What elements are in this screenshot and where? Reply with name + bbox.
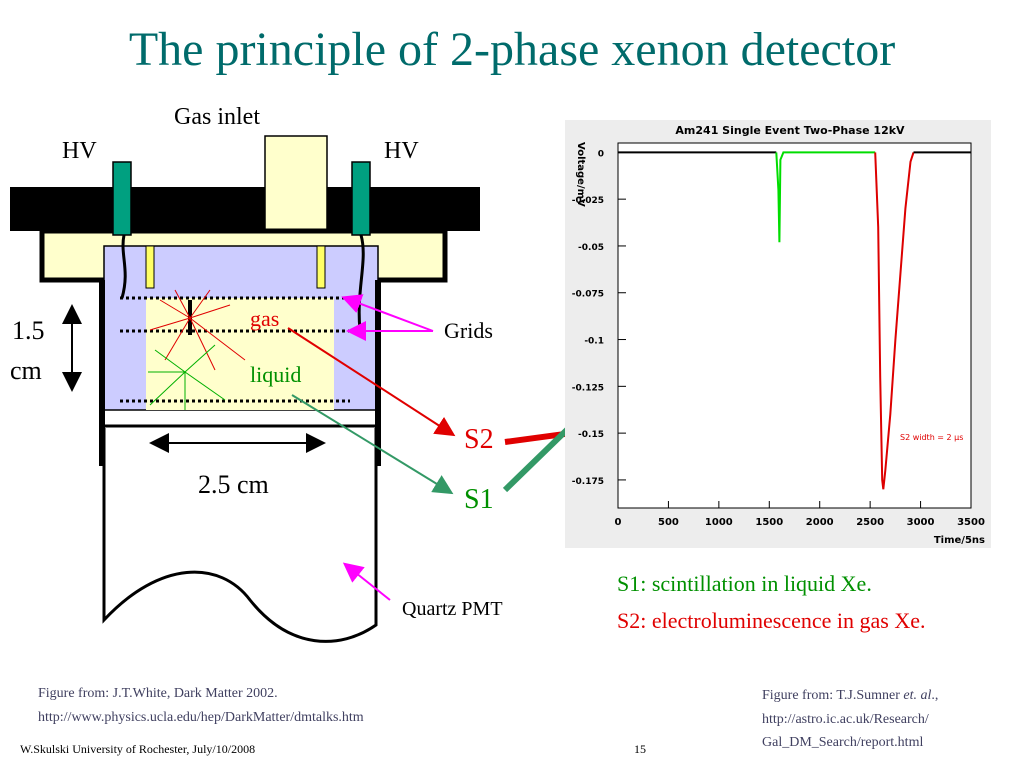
hv-wire-right [357,234,365,331]
grid-pointer-top [341,294,434,332]
chart-title: Am241 Single Event Two-Phase 12kV [675,124,905,137]
height-label-unit: cm [10,356,42,385]
credit-right-line2: http://astro.ic.ac.uk/Research/ [762,712,929,727]
grid-post-right [316,245,326,289]
y-tick-label: -0.025 [572,196,604,206]
waveform-series-2 [775,151,876,243]
liquid-to-s1-arrow [291,394,454,495]
y-tick-label: -0.125 [572,383,604,393]
chart-annotation: S2 width = 2 μs [900,433,963,442]
chart-x-axis-label: Time/5ns [934,535,985,546]
hv-feedthrough-left [112,161,132,236]
gas-to-s2-arrow [287,327,456,437]
y-tick-label: -0.075 [572,290,604,300]
chart-y-axis-label: Voltage/mV [575,142,586,207]
y-tick-label: 0 [598,149,604,159]
grid-post-left [145,245,155,289]
y-tick-label: -0.15 [578,430,604,440]
s1-caption: S1: scintillation in liquid Xe. [617,571,872,596]
footer-author: W.Skulski University of Rochester, July/… [20,742,256,756]
y-tick-label: -0.1 [584,337,604,347]
plot-area [617,142,972,509]
credit-right-end: ., [931,688,939,703]
pmt-body [102,428,378,643]
x-tick-label: 2000 [806,517,834,528]
credit-left-line2: http://www.physics.ucla.edu/hep/DarkMatt… [38,710,364,725]
hv-wire-left [120,234,127,299]
hv-left-label: HV [62,138,97,164]
s1-label: S1 [464,484,494,515]
slide-title: The principle of 2-phase xenon detector [128,23,896,76]
page-number: 15 [634,742,646,756]
gas-inlet-label: Gas inlet [174,104,260,130]
credit-right-text: Figure from: T.J.Sumner [762,688,904,703]
y-tick-label: -0.175 [572,477,604,487]
x-tick-label: 3500 [957,517,985,528]
waveform-series-3 [874,152,915,490]
liquid-label: liquid [250,362,302,387]
credit-right-line3: Gal_DM_Search/report.html [762,735,924,750]
x-tick-label: 500 [658,517,679,528]
x-tick-label: 0 [615,517,622,528]
credit-right-line1: Figure from: T.J.Sumner et. al., [762,688,938,704]
s2-label: S2 [464,424,494,455]
gas-label: gas [250,306,280,331]
s2-caption: S2: electroluminescence in gas Xe. [617,608,926,633]
width-label: 2.5 cm [198,470,269,499]
grids-label: Grids [444,318,493,343]
s1-light-rays [148,344,226,410]
y-tick-label: -0.05 [578,243,604,253]
top-flange [10,187,480,231]
hv-right-label: HV [384,138,419,164]
credit-left-line1: Figure from: J.T.White, Dark Matter 2002… [38,686,278,701]
x-tick-label: 2500 [856,517,884,528]
quartz-pmt-label: Quartz PMT [402,598,503,620]
height-label-value: 1.5 [12,316,45,345]
x-tick-label: 3000 [907,517,935,528]
pmt-pointer [342,562,391,601]
s2-light-rays [149,289,246,371]
credit-right-etal: et. al [903,688,932,703]
x-tick-label: 1500 [755,517,783,528]
x-tick-label: 1000 [705,517,733,528]
drift-cell [146,298,334,410]
